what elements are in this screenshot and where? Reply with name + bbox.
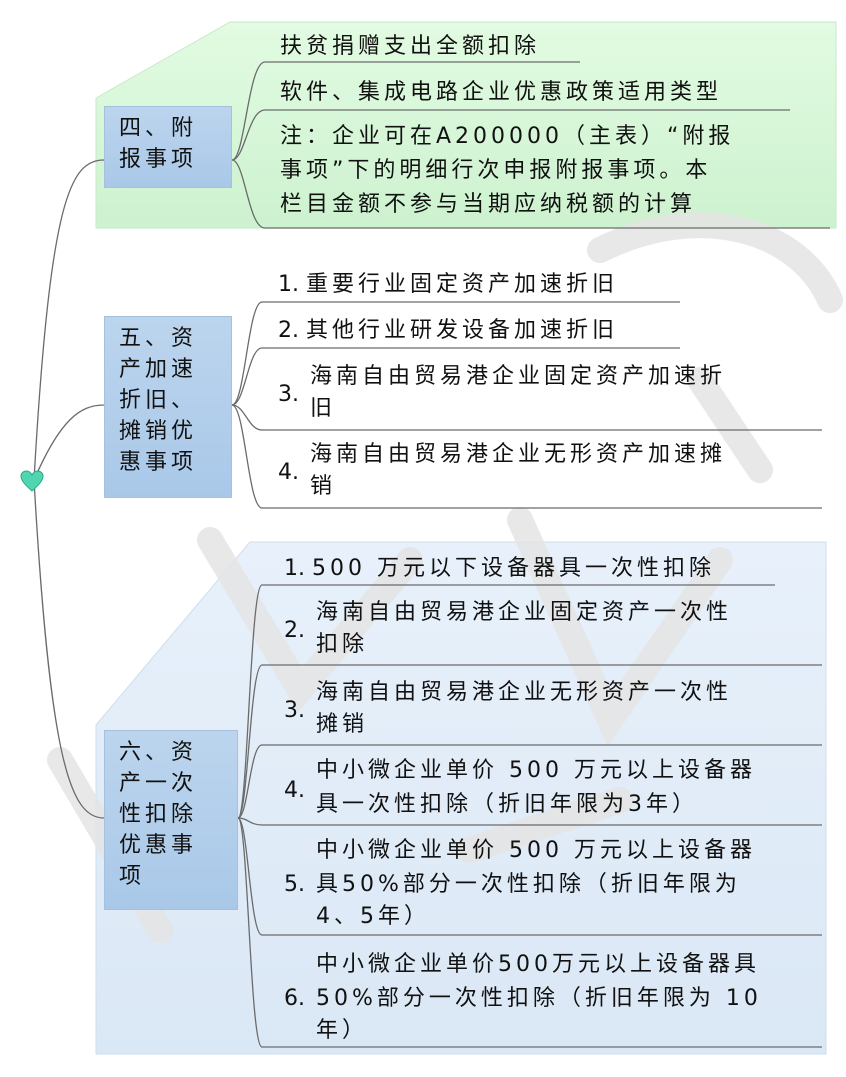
group-6-item-3-num: 3.	[284, 698, 305, 723]
node-group-6-line-5: 项	[119, 864, 146, 889]
group-4-item-3-line-1: 注：企业可在A200000（主表）“附报	[280, 124, 735, 149]
group-6-item-5-line-3: 4、5年）	[316, 904, 430, 929]
group-5-item-3-line-1: 海南自由贸易港企业固定资产加速折	[310, 364, 727, 389]
group-4-item-1: 扶贫捐赠支出全额扣除	[280, 34, 541, 59]
panel-group-4	[95, 21, 837, 229]
group-5-item-3-num: 3.	[278, 382, 299, 407]
group-5-item-2: 其他行业研发设备加速折旧	[306, 318, 619, 343]
node-group-5[interactable]: 五、资 产加速 折旧、 摊销优 惠事项	[104, 316, 232, 498]
node-group-6-line-4: 优惠事	[119, 833, 198, 858]
root-to-group-6	[33, 479, 105, 819]
group-5-item-3-line-2: 旧	[310, 396, 337, 421]
node-group-5-line-4: 摊销优	[119, 419, 198, 444]
node-group-5-line-3: 折旧、	[119, 388, 198, 413]
node-group-4-line-2: 报事项	[119, 147, 198, 172]
group-6-item-1-num: 1.	[284, 556, 305, 581]
group-5-item-4-line-2: 销	[310, 474, 337, 499]
group-4-item-3-line-3: 栏目金额不参与当期应纳税额的计算	[280, 192, 697, 217]
group-6-item-1: 500 万元以下设备器具一次性扣除	[312, 556, 715, 581]
group-6-item-4-line-2: 具一次性扣除（折旧年限为3年）	[316, 792, 698, 817]
group-6-item-4-line-1: 中小微企业单价 500 万元以上设备器	[316, 758, 756, 783]
group-5-item-1-num: 1.	[278, 272, 299, 297]
group-4-item-2: 软件、集成电路企业优惠政策适用类型	[280, 80, 723, 105]
group-6-item-3-line-2: 摊销	[316, 712, 369, 737]
group-6-item-6-line-1: 中小微企业单价500万元以上设备器具	[316, 952, 760, 977]
group-6-item-6-line-3: 年）	[316, 1018, 369, 1043]
node-group-6-line-2: 产一次	[119, 771, 198, 796]
root-to-group-5	[33, 404, 105, 481]
group-6-item-6-line-2: 50%部分一次性扣除（折旧年限为 10	[316, 986, 762, 1011]
root-to-group-4	[33, 159, 105, 481]
group-6-item-2-line-1: 海南自由贸易港企业固定资产一次性	[316, 600, 733, 625]
node-group-4[interactable]: 四、附 报事项	[104, 106, 232, 188]
group-5-item-4-line-1: 海南自由贸易港企业无形资产加速摊	[310, 442, 727, 467]
group-5-item-2-num: 2.	[278, 318, 299, 343]
group-6-item-6-num: 6.	[284, 986, 305, 1011]
node-group-4-line-1: 四、附	[119, 116, 198, 141]
group-4-item-3-line-2: 事项”下的明细行次申报附报事项。本	[280, 158, 712, 183]
heart-icon	[20, 470, 44, 492]
node-group-5-line-2: 产加速	[119, 357, 198, 382]
group-6-item-5-line-1: 中小微企业单价 500 万元以上设备器	[316, 838, 756, 863]
node-group-6-line-1: 六、资	[119, 740, 198, 765]
group-5-item-1: 重要行业固定资产加速折旧	[306, 272, 619, 297]
node-group-6[interactable]: 六、资 产一次 性扣除 优惠事 项	[104, 730, 238, 910]
group-6-item-3-line-1: 海南自由贸易港企业无形资产一次性	[316, 680, 733, 705]
group-6-item-4-num: 4.	[284, 778, 305, 803]
node-group-5-line-5: 惠事项	[119, 450, 198, 475]
group-6-item-2-line-2: 扣除	[316, 632, 369, 657]
group-5-item-4-num: 4.	[278, 460, 299, 485]
group-6-item-5-line-2: 具50%部分一次性扣除（折旧年限为	[316, 872, 741, 897]
group-6-item-5-num: 5.	[284, 872, 305, 897]
node-group-6-line-3: 性扣除	[119, 802, 198, 827]
group-6-item-2-num: 2.	[284, 618, 305, 643]
node-group-5-line-1: 五、资	[119, 326, 198, 351]
